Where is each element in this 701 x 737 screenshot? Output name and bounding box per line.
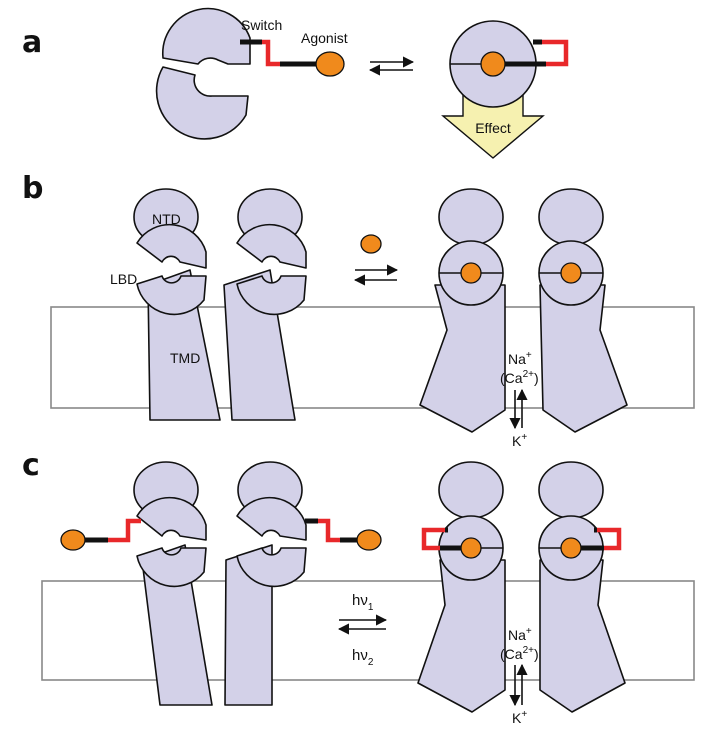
open-receptor-b-left: [133, 188, 221, 421]
cation-alt-label-b: (Ca2+): [500, 369, 539, 386]
tmd-label: TMD: [170, 350, 200, 366]
panel-a: a Switch Agonist Effect: [22, 7, 569, 159]
closed-receptor-c-right: [538, 461, 626, 713]
closed-clamshell: [449, 20, 569, 108]
closed-receptor-c-left: [417, 461, 506, 713]
membrane-b: [50, 306, 695, 409]
equilibrium-arrows-a: [368, 56, 415, 76]
cation-in-label-c: Na+: [508, 626, 532, 643]
switch-tether: [240, 39, 345, 77]
ntd-label: NTD: [152, 211, 181, 227]
effect-label: Effect: [475, 120, 511, 136]
lbd-label: LBD: [110, 271, 137, 287]
cation-in-label-b: Na+: [508, 350, 532, 367]
cation-out-label-b: K+: [512, 432, 527, 449]
light-switch-arrows: hν1 hν2: [337, 592, 388, 668]
closed-receptor-b-left: [419, 188, 506, 433]
closed-receptor-b-right: [538, 188, 628, 433]
membrane-c: [41, 580, 695, 681]
panel-b: b NTD LBD TMD: [22, 171, 695, 449]
light-2-label: hν2: [352, 647, 374, 668]
free-ligand: [360, 234, 382, 254]
ion-flux-c: Na+ (Ca2+) K+: [500, 626, 539, 726]
panel-c: c hν1: [22, 448, 695, 726]
light-1-label: hν1: [352, 592, 374, 613]
agonist-label: Agonist: [301, 30, 348, 46]
open-receptor-b-right: [223, 188, 307, 421]
panel-c-letter: c: [22, 448, 40, 483]
ion-flux-b: Na+ (Ca2+) K+: [500, 350, 539, 449]
equilibrium-arrows-b: [353, 264, 399, 286]
open-receptor-c-right: [224, 461, 382, 706]
cation-out-label-c: K+: [512, 709, 527, 726]
open-clamshell: [155, 7, 251, 140]
switch-label: Switch: [241, 17, 282, 33]
open-receptor-c-left: [60, 461, 213, 706]
effect-arrow: [441, 91, 545, 159]
panel-b-letter: b: [22, 171, 43, 206]
agonist-ligand: [315, 51, 345, 77]
cation-alt-label-c: (Ca2+): [500, 645, 539, 662]
panel-a-letter: a: [22, 25, 42, 60]
